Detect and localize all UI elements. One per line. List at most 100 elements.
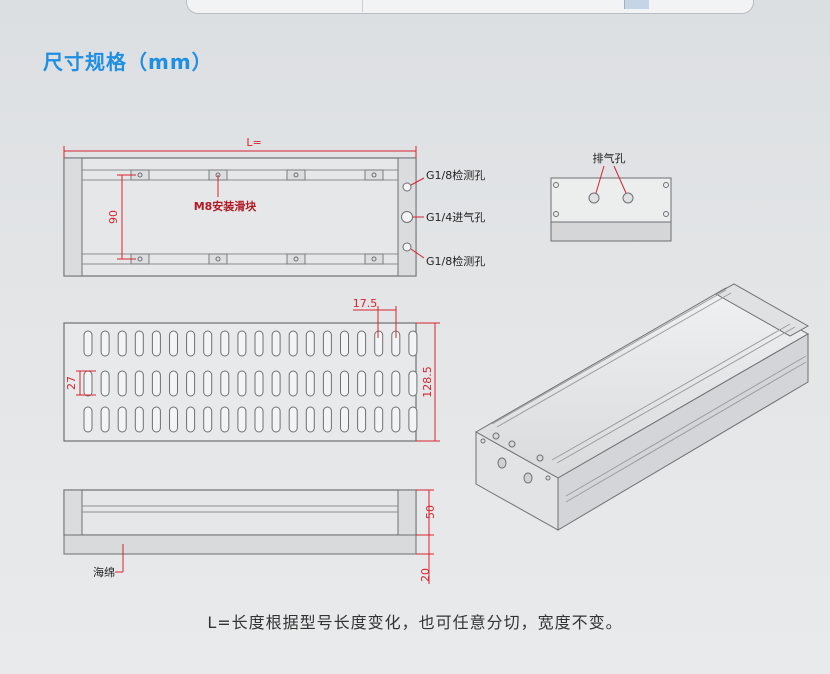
suction-slot — [83, 370, 93, 397]
suction-slot — [186, 330, 196, 357]
top-card-divider — [362, 0, 363, 12]
slider-block-hole — [293, 172, 299, 178]
section-title: 尺寸规格（mm） — [43, 50, 213, 74]
end-view-base — [550, 221, 672, 242]
slider-block — [208, 253, 228, 265]
suction-slot — [186, 370, 196, 397]
suction-slot — [305, 406, 315, 433]
iso-rail-line — [556, 326, 796, 464]
suction-slot — [100, 406, 110, 433]
dim-128-5-label: 128.5 — [421, 366, 434, 398]
dim-17-5-label: 17.5 — [353, 297, 378, 310]
suction-slot — [220, 330, 230, 357]
suction-slot — [220, 370, 230, 397]
suction-slot — [391, 406, 401, 433]
suction-slot — [254, 330, 264, 357]
slider-block-hole — [137, 256, 143, 262]
suction-slot — [237, 330, 247, 357]
suction-slot — [203, 330, 213, 357]
end-view: 排气孔 — [550, 151, 672, 242]
suction-slot — [134, 370, 144, 397]
suction-slot — [322, 406, 332, 433]
suction-slot — [100, 370, 110, 397]
iso-rail-line — [496, 292, 732, 428]
port-leader-line — [410, 177, 425, 186]
suction-slot — [340, 330, 349, 357]
suction-slot — [220, 406, 230, 433]
dim-50-label: 50 — [424, 505, 437, 519]
suction-slot — [134, 330, 144, 357]
iso-port-hole — [497, 457, 507, 469]
suction-slot — [288, 330, 298, 357]
slider-block-hole — [215, 256, 221, 262]
suction-slot — [83, 330, 93, 357]
suction-slot — [374, 370, 384, 397]
port-hole-bottom — [402, 242, 412, 252]
exhaust-hole — [588, 192, 600, 204]
suction-slot — [340, 406, 349, 433]
port-bottom-label: G1/8检测孔 — [426, 254, 485, 268]
dim-20-label: 20 — [419, 568, 432, 582]
suction-plate-view: 17.5 27 128.5 — [63, 297, 440, 442]
suction-slot — [271, 406, 281, 433]
port-hole-top — [402, 182, 412, 192]
top-view-end-cap-left — [63, 157, 83, 277]
exhaust-label: 排气孔 — [593, 151, 626, 165]
iso-screw-hole — [480, 438, 486, 444]
slider-block — [286, 253, 306, 265]
suction-slot — [237, 406, 247, 433]
suction-slot — [237, 370, 247, 397]
iso-port-hole — [523, 472, 533, 484]
port-hole-mid — [401, 211, 413, 223]
suction-slot-group — [83, 330, 418, 433]
suction-slot — [305, 330, 315, 357]
side-view: 50 20 海绵 — [63, 489, 437, 584]
suction-slot — [203, 370, 213, 397]
suction-slot — [408, 370, 418, 397]
iso-top-port — [536, 454, 544, 462]
suction-slot — [305, 370, 315, 397]
screw-hole — [553, 211, 559, 217]
screw-hole — [663, 211, 669, 217]
suction-slot — [322, 330, 332, 357]
suction-slot — [408, 330, 418, 357]
suction-slot — [169, 406, 178, 433]
suction-slot — [271, 370, 281, 397]
suction-slot — [100, 330, 110, 357]
exhaust-leader-line — [613, 165, 627, 194]
port-top-label: G1/8检测孔 — [426, 168, 485, 182]
suction-slot — [391, 370, 401, 397]
slider-block-hole — [371, 256, 377, 262]
suction-slot — [288, 406, 298, 433]
suction-slot — [134, 406, 144, 433]
sponge-label: 海绵 — [93, 565, 115, 579]
dim-90-label: 90 — [107, 210, 120, 224]
slider-block-hole — [293, 256, 299, 262]
suction-slot — [357, 406, 367, 433]
screw-hole — [553, 182, 559, 188]
top-view: L= 90 M8安装滑块 G1/8检测孔 G1/4进气孔 G1/8检测孔 — [63, 136, 485, 277]
iso-side-groove — [565, 361, 807, 503]
note-caption: L=长度根据型号长度变化，也可任意分切，宽度不变。 — [207, 613, 623, 632]
length-label: L= — [246, 136, 261, 149]
iso-rail-line — [551, 323, 791, 461]
slider-block — [286, 169, 306, 181]
suction-slot — [374, 406, 384, 433]
suction-slot — [254, 406, 264, 433]
suction-slot — [357, 370, 367, 397]
suction-slot — [151, 406, 161, 433]
suction-slot — [408, 406, 418, 433]
suction-slot — [271, 330, 281, 357]
iso-side-face — [557, 333, 809, 531]
iso-rail-line — [491, 289, 727, 425]
suction-slot — [322, 370, 332, 397]
suction-slot — [117, 370, 127, 397]
iso-end-cap — [714, 283, 810, 337]
iso-side-groove — [565, 355, 807, 497]
screw-hole — [663, 182, 669, 188]
suction-slot — [117, 406, 127, 433]
iso-screw-hole — [545, 475, 551, 481]
suction-slot — [288, 370, 298, 397]
port-mid-label: G1/4进气孔 — [426, 210, 485, 224]
suction-slot — [357, 330, 367, 357]
